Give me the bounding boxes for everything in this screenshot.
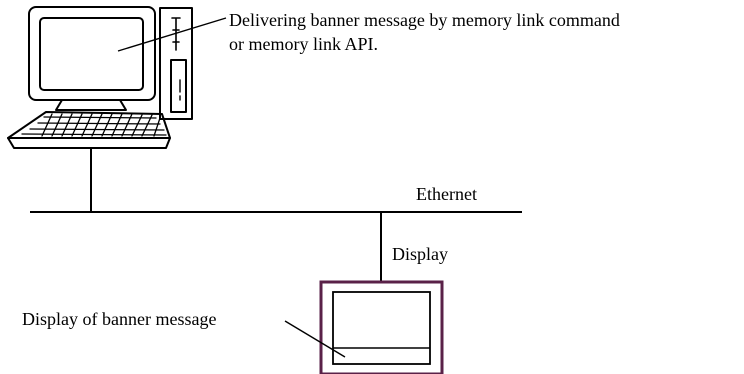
display-outer-frame (319, 280, 444, 374)
pc-caption-line2: or memory link API. (229, 34, 378, 54)
ethernet-label: Ethernet (416, 184, 477, 204)
display-inner-screen (332, 291, 431, 365)
banner-label-leader (284, 320, 346, 358)
keyboard-keys (21, 113, 167, 137)
pc-caption-line1: Delivering banner message by memory link… (229, 10, 620, 30)
banner-message-label: Display of banner message (22, 309, 217, 329)
pc-caption-leader (117, 17, 227, 52)
tower (159, 7, 193, 120)
pc-caption: Delivering banner message by memory link… (229, 8, 620, 56)
monitor-outer (28, 6, 156, 101)
monitor-base (55, 99, 127, 111)
pc-icon (7, 6, 193, 149)
monitor-screen (39, 17, 144, 91)
display-label: Display (392, 244, 448, 264)
tower-inner-panel (170, 59, 187, 113)
display-device-icon (319, 280, 444, 374)
